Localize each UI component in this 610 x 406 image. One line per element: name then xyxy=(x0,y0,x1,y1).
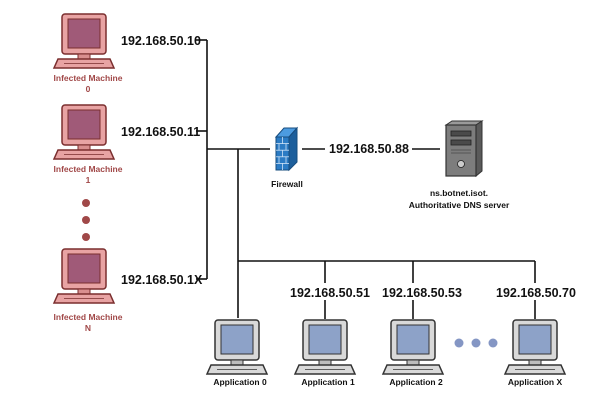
infected-machine-n-ip: 192.168.50.1X xyxy=(121,273,203,287)
infected-computer-icon xyxy=(53,13,115,69)
infected-computer-icon xyxy=(53,248,115,304)
infected-machine-n-label: Infected Machine xyxy=(54,312,123,322)
application-0: Application 0 xyxy=(206,319,268,387)
infected-computer-icon xyxy=(53,104,115,160)
application-2: 192.168.50.53 Application 2 xyxy=(382,286,462,387)
firewall-label: Firewall xyxy=(271,179,303,189)
application-1-label: Application 1 xyxy=(301,377,355,387)
infected-machine-0-ip: 192.168.50.10 xyxy=(121,34,201,48)
application-2-ip: 192.168.50.53 xyxy=(382,286,462,300)
ellipsis-dots-infected xyxy=(82,199,90,241)
infected-machine-n-index: N xyxy=(85,323,91,333)
application-1: 192.168.50.51 Application 1 xyxy=(290,286,370,387)
dns-server: 192.168.50.88 ns.botnet.isot. Authoritat… xyxy=(329,120,510,210)
infected-machine-1-ip: 192.168.50.11 xyxy=(121,125,200,139)
application-0-label: Application 0 xyxy=(213,377,267,387)
application-computer-icon xyxy=(382,319,444,375)
infected-machine-0-index: 0 xyxy=(86,84,91,94)
application-computer-icon xyxy=(206,319,268,375)
infected-machine-0: Infected Machine 0 192.168.50.10 xyxy=(53,13,201,94)
infected-machine-1: Infected Machine 1 192.168.50.11 xyxy=(53,104,200,185)
application-2-label: Application 2 xyxy=(389,377,443,387)
application-1-ip: 192.168.50.51 xyxy=(290,286,370,300)
infected-machine-0-label: Infected Machine xyxy=(54,73,123,83)
application-x-label: Application X xyxy=(508,377,563,387)
application-computer-icon xyxy=(504,319,566,375)
infected-machine-1-label: Infected Machine xyxy=(54,164,123,174)
infected-machine-n: Infected Machine N 192.168.50.1X xyxy=(53,248,203,333)
server-icon xyxy=(444,120,484,178)
firewall: Firewall xyxy=(271,126,303,189)
wires xyxy=(196,39,536,319)
dns-server-name: ns.botnet.isot. xyxy=(430,188,488,198)
ellipsis-dots-applications xyxy=(454,338,498,348)
dns-server-ip: 192.168.50.88 xyxy=(329,142,409,156)
dns-server-role: Authoritative DNS server xyxy=(409,200,510,210)
application-computer-icon xyxy=(294,319,356,375)
application-x: 192.168.50.70 Application X xyxy=(496,286,576,387)
infected-machine-1-index: 1 xyxy=(86,175,91,185)
application-x-ip: 192.168.50.70 xyxy=(496,286,576,300)
firewall-icon xyxy=(274,126,299,172)
